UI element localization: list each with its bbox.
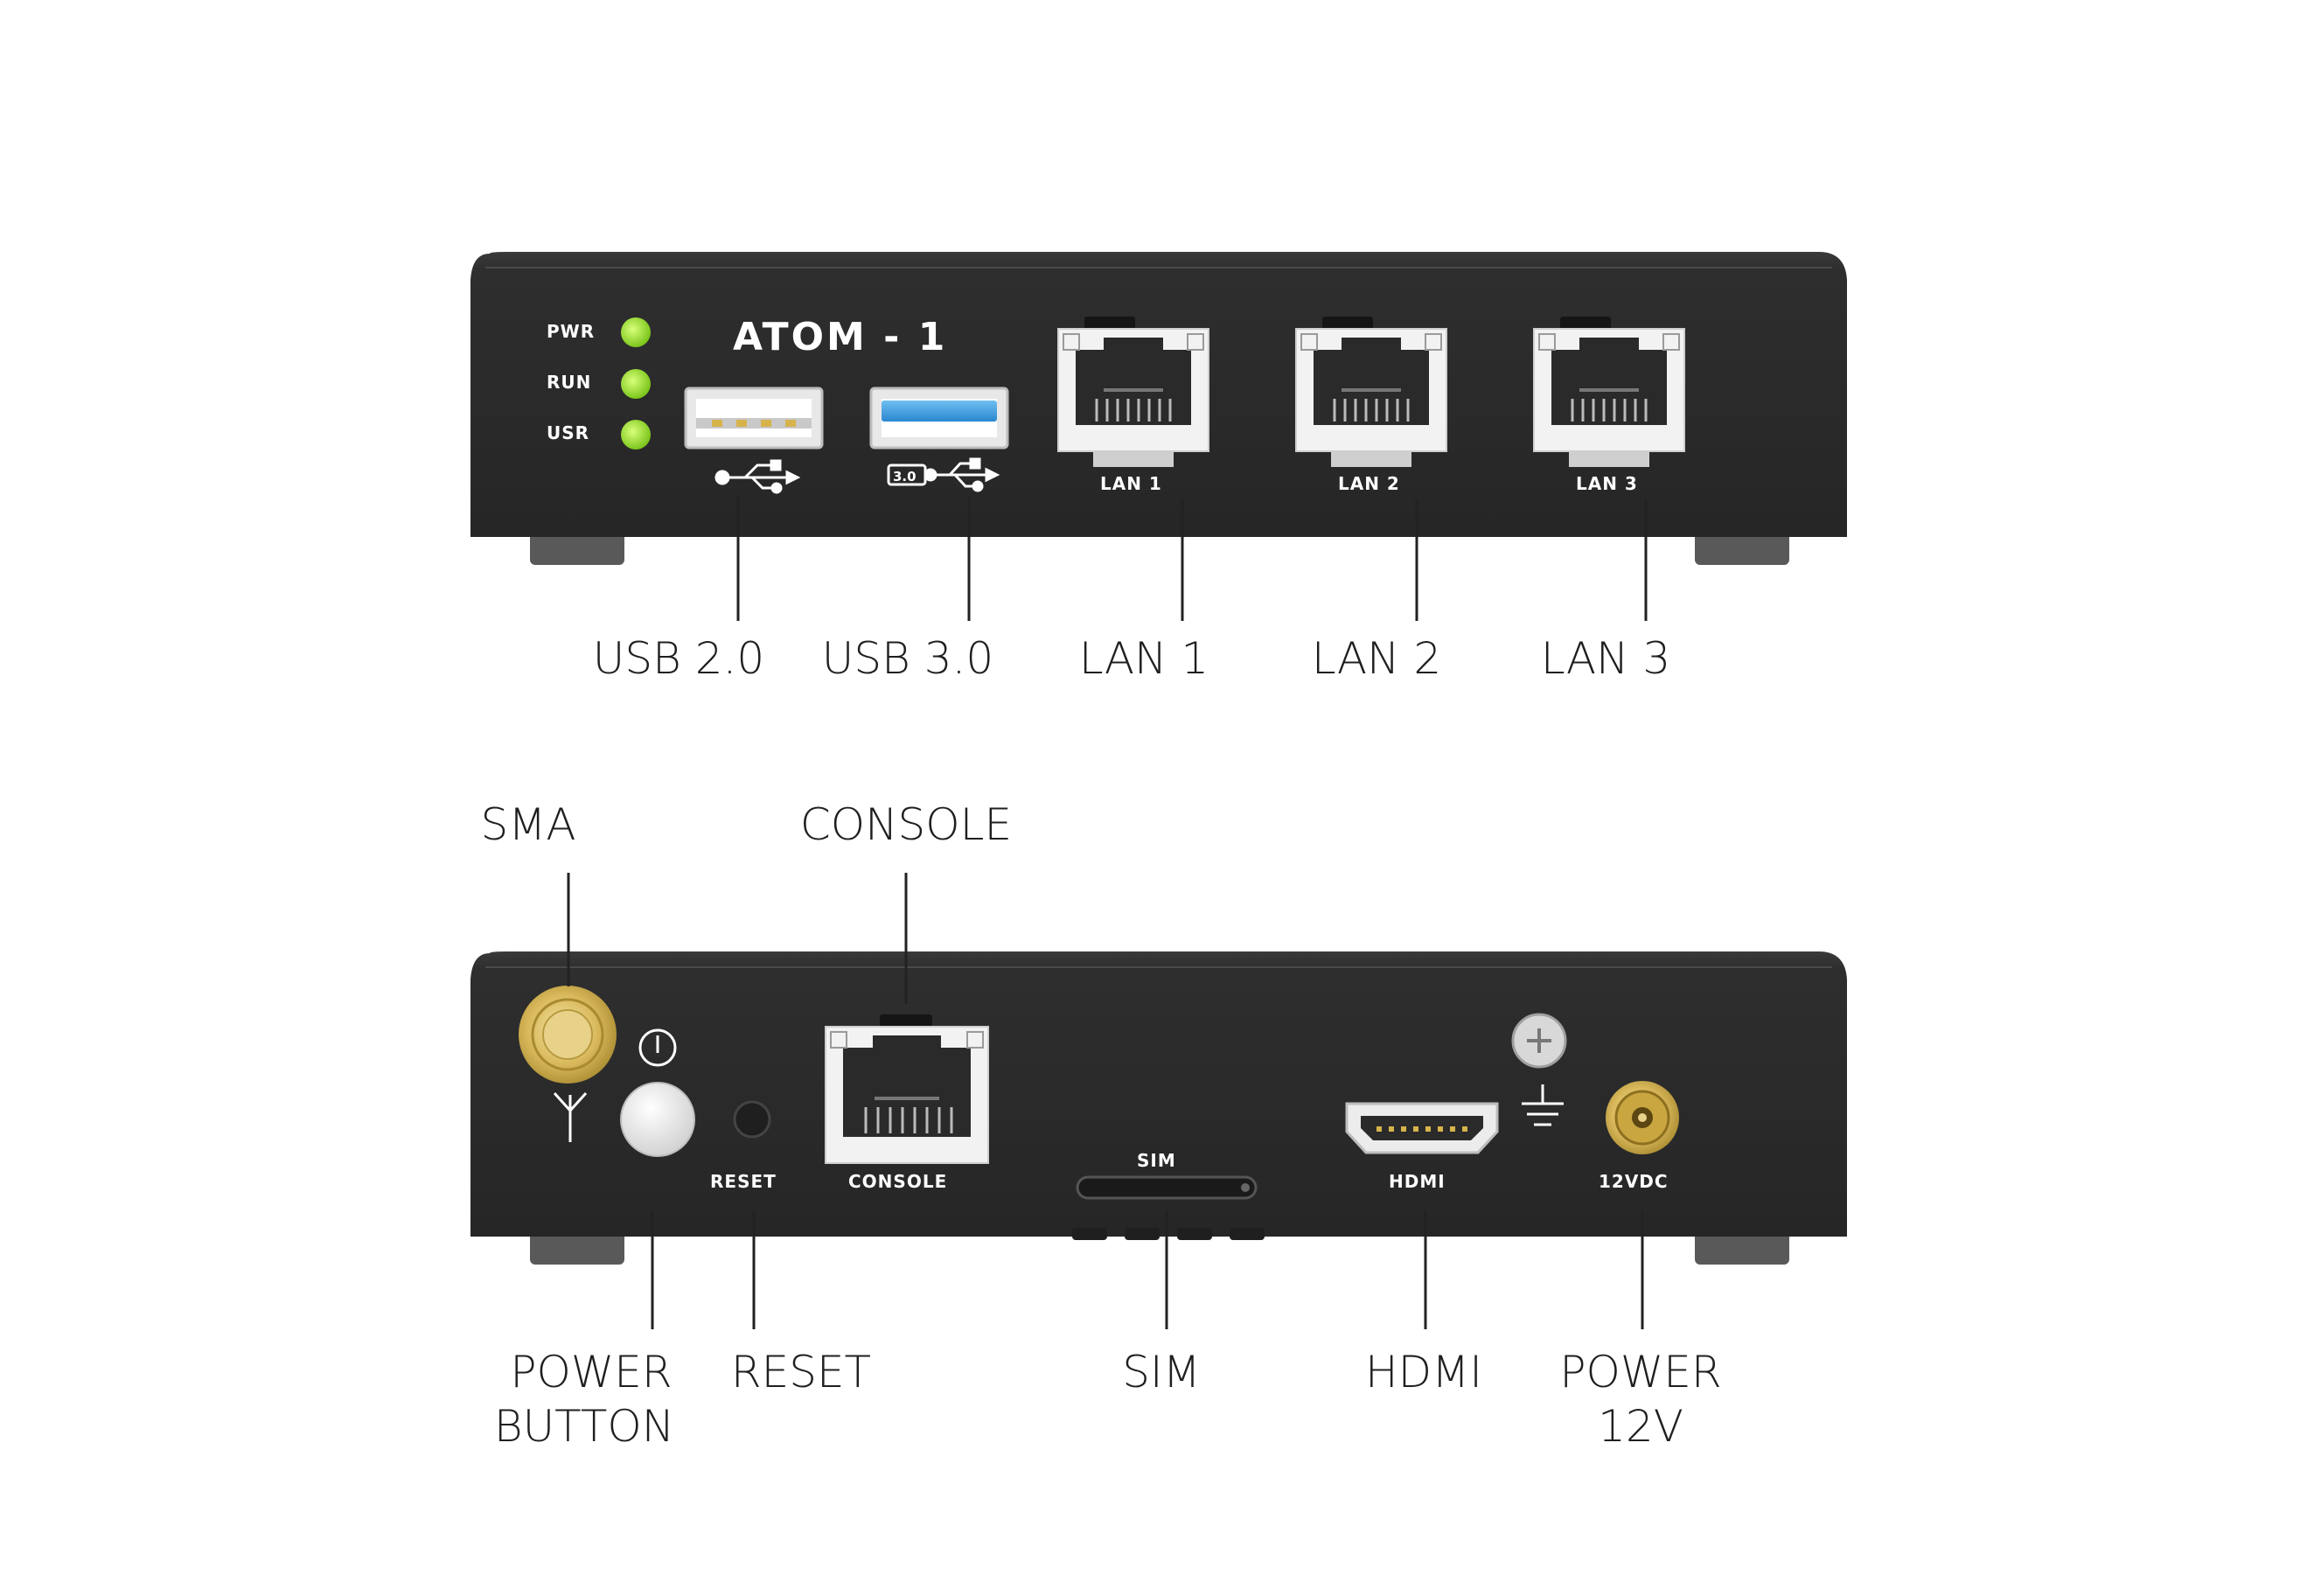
usb-icon <box>923 457 1000 492</box>
callout-usb2: USB 2.0 <box>593 633 764 684</box>
ground-icon <box>1522 1084 1564 1126</box>
sim-panel-label: SIM <box>1137 1150 1176 1171</box>
back-panel: RESET CONSOLE SIM HDMI <box>470 951 1847 1265</box>
usb2-port <box>684 387 824 494</box>
led-label-run: RUN <box>547 372 591 393</box>
usb3-port: 3.0 <box>869 387 1009 492</box>
console-port: CONSOLE <box>825 1014 989 1192</box>
led-icon <box>621 317 651 347</box>
console-panel-label: CONSOLE <box>848 1171 947 1192</box>
lan1-panel-label: LAN 1 <box>1100 473 1162 494</box>
screw-icon <box>1511 1013 1567 1069</box>
led-label-usr: USR <box>547 422 589 443</box>
sim-slot[interactable] <box>1076 1175 1258 1200</box>
callout-power-button-line1: POWER <box>510 1347 672 1397</box>
callout-lan3: LAN 3 <box>1541 633 1670 684</box>
dc-power-jack <box>1606 1081 1679 1154</box>
usb3-badge-label: 3.0 <box>893 469 917 484</box>
callout-power-line2: 12V <box>1598 1401 1683 1452</box>
power-button[interactable] <box>620 1082 695 1157</box>
lan3-port: LAN 3 <box>1533 317 1685 494</box>
led-icon <box>621 420 651 450</box>
callout-lan1: LAN 1 <box>1079 633 1209 684</box>
back-chassis <box>470 951 1847 1237</box>
antenna-icon <box>553 1091 588 1142</box>
led-group: PWR RUN USR <box>547 317 651 450</box>
hdmi-port: HDMI <box>1345 1102 1499 1192</box>
reset-panel-label: RESET <box>710 1171 777 1192</box>
reset-pinhole[interactable] <box>733 1100 771 1139</box>
callout-hdmi: HDMI <box>1365 1347 1482 1397</box>
usb-icon <box>714 459 801 494</box>
front-callouts: USB 2.0 USB 3.0 LAN 1 LAN 2 LAN 3 <box>593 497 1670 684</box>
callout-power-button-line2: BUTTON <box>494 1401 674 1452</box>
front-panel: PWR RUN USR ATOM - 1 <box>470 252 1847 565</box>
callout-reset: RESET <box>731 1347 871 1397</box>
led-label-pwr: PWR <box>547 321 595 342</box>
lan2-panel-label: LAN 2 <box>1338 473 1400 494</box>
callout-lan2: LAN 2 <box>1312 633 1441 684</box>
callout-power-line1: POWER <box>1559 1347 1721 1397</box>
lan2-port: LAN 2 <box>1295 317 1447 494</box>
power-symbol-icon <box>638 1028 677 1067</box>
callout-sim: SIM <box>1122 1347 1201 1397</box>
lan1-port: LAN 1 <box>1057 317 1209 494</box>
power-panel-label: 12VDC <box>1599 1171 1669 1192</box>
callout-usb3: USB 3.0 <box>822 633 993 684</box>
sma-connector <box>519 986 617 1084</box>
hdmi-panel-label: HDMI <box>1389 1171 1446 1192</box>
callout-console: CONSOLE <box>800 799 1012 850</box>
back-callouts: SMA CONSOLE POWER BUTTON RESET SIM HDMI … <box>480 799 1721 1452</box>
lan3-panel-label: LAN 3 <box>1576 473 1638 494</box>
callout-sma: SMA <box>480 799 575 850</box>
led-icon <box>621 369 651 399</box>
brand-logo: ATOM - 1 <box>733 315 947 359</box>
